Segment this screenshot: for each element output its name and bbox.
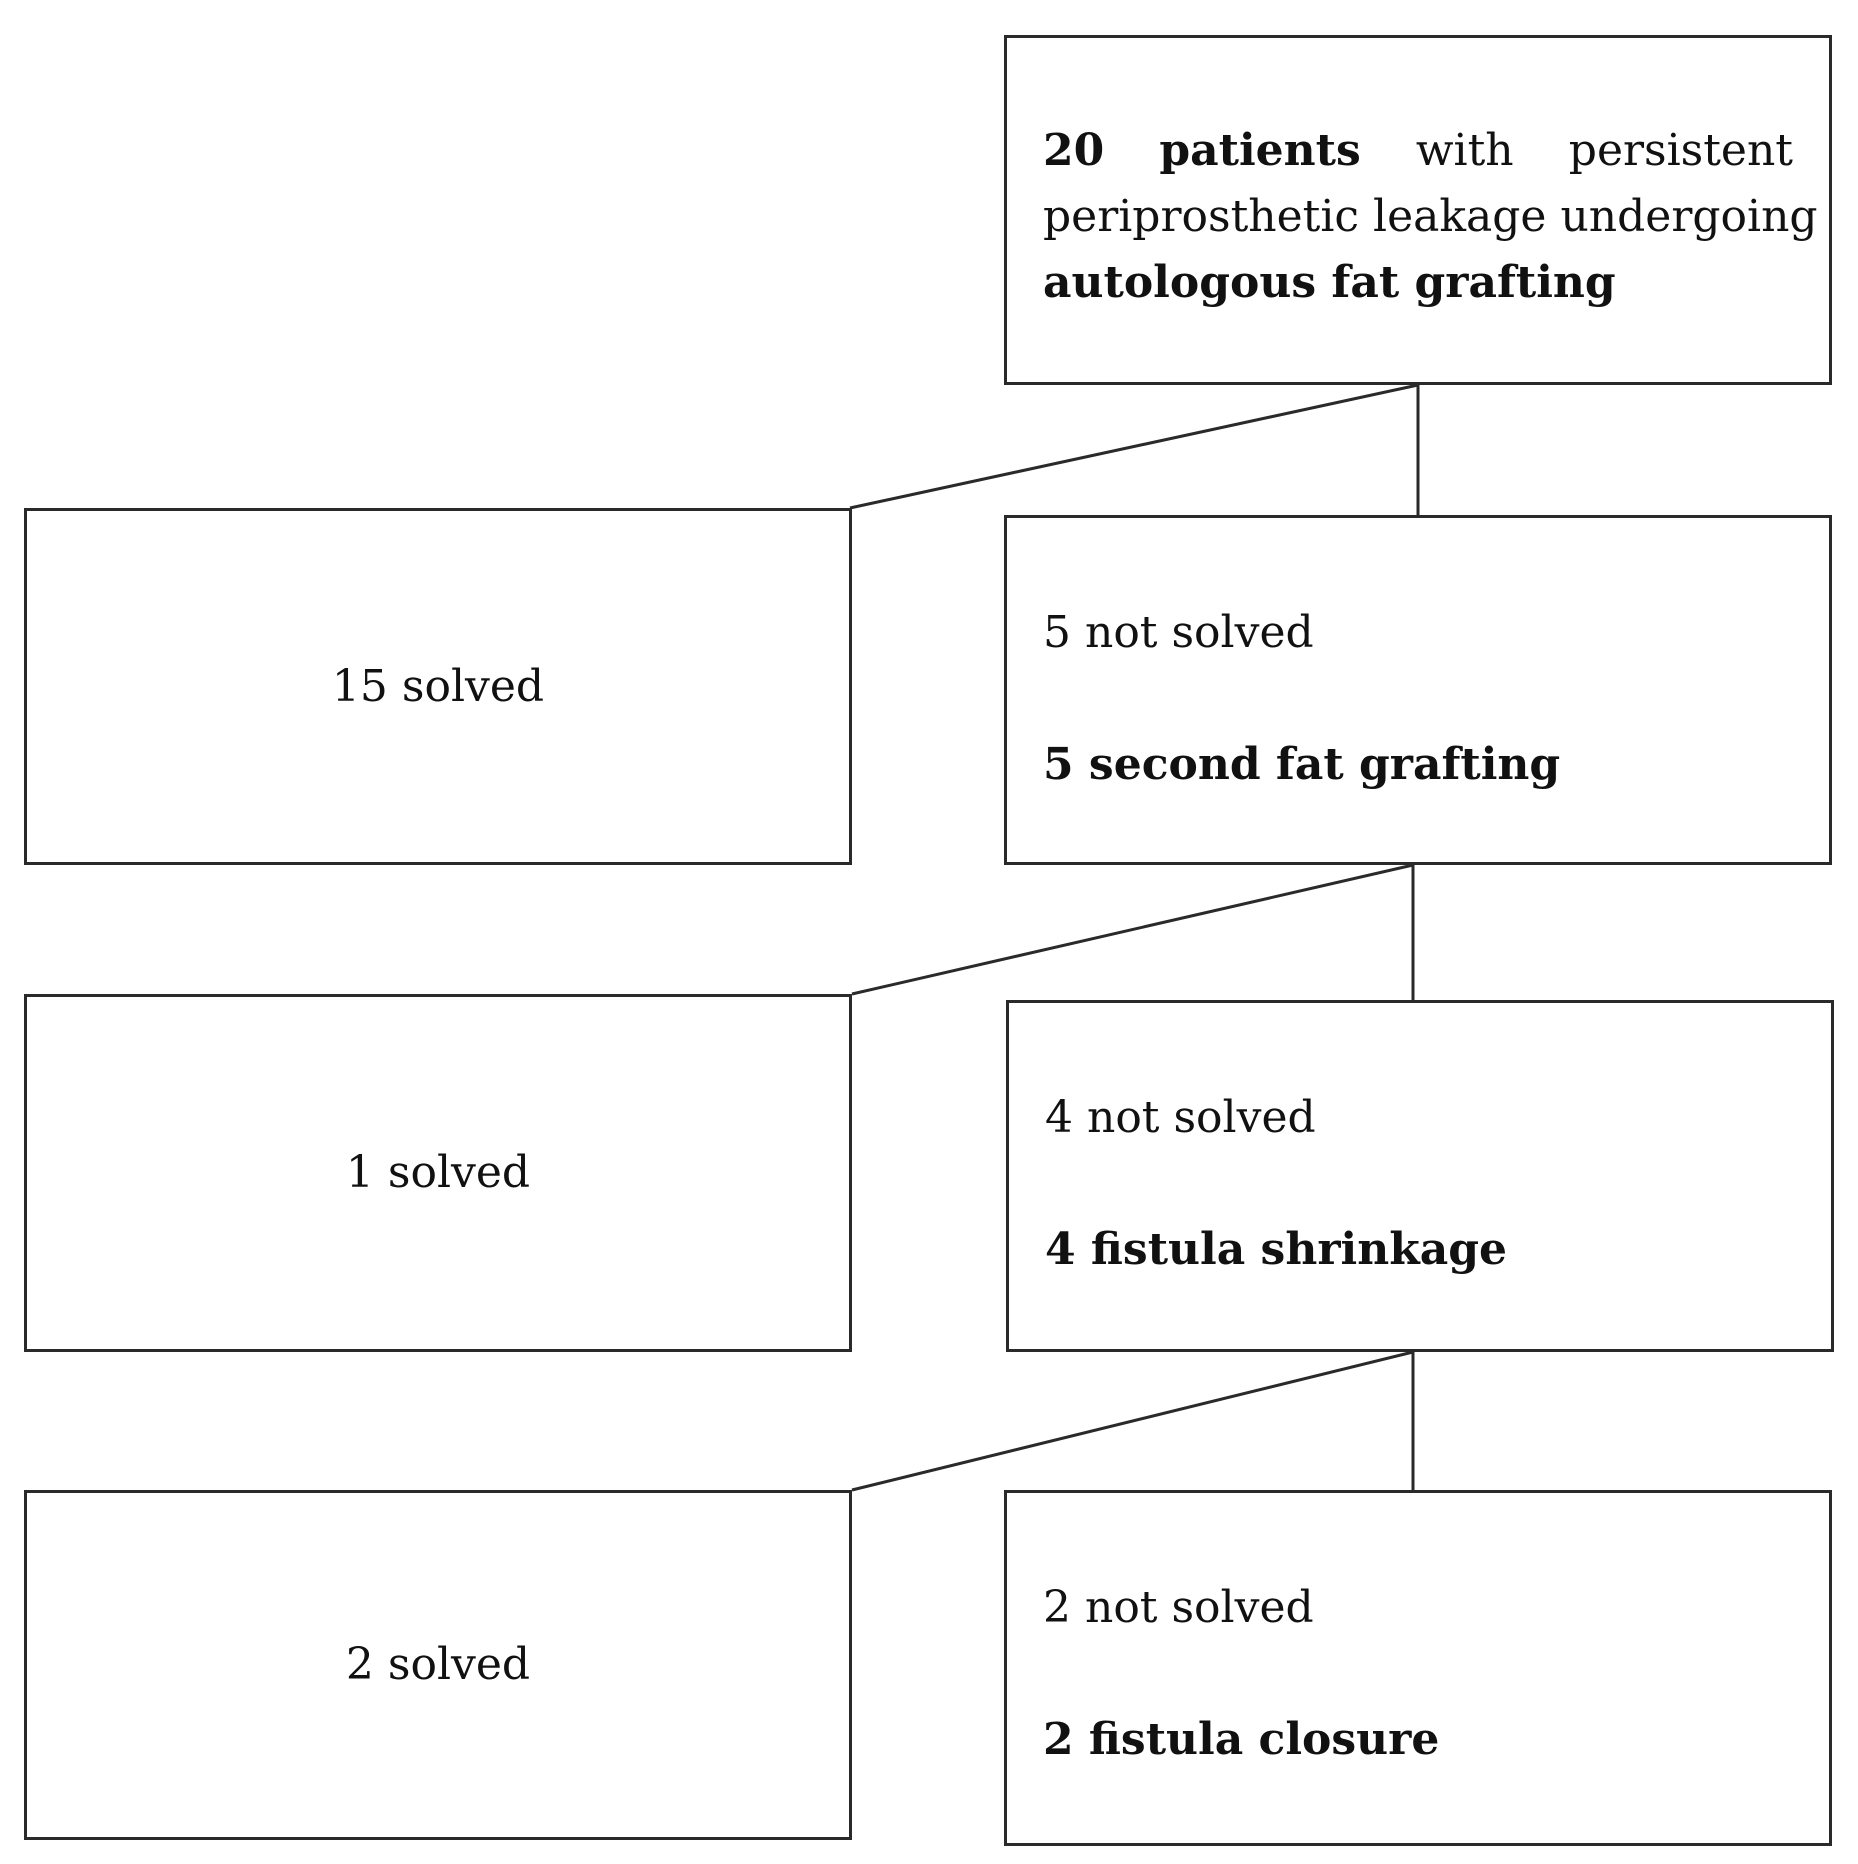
not-solved-box-2: 4 not solved 4 fistula shrinkage — [1006, 1000, 1834, 1352]
solved-box-2: 1 solved — [24, 994, 852, 1352]
connector-root-to-solved-1 — [849, 383, 1419, 510]
not-solved-box-3: 2 not solved 2 fistula closure — [1004, 1490, 1832, 1846]
connector-level2-to-solved-3 — [851, 1350, 1414, 1492]
not-solved-label-1: 5 not solved — [1043, 607, 1314, 658]
with-word: with — [1415, 125, 1514, 176]
root-box: 20 patients with persistent periprosthet… — [1004, 35, 1832, 385]
root-line-1: 20 patients with persistent — [1043, 118, 1793, 184]
solved-label-2: 1 solved — [345, 1147, 531, 1198]
connector-level1-to-solved-2 — [851, 863, 1414, 996]
solved-label-3: 2 solved — [345, 1639, 531, 1690]
action-label-1: 5 second fat grafting — [1043, 739, 1561, 790]
root-line-2: periprosthetic leakage undergoing — [1043, 191, 1818, 242]
action-label-3: 2 fistula closure — [1043, 1714, 1440, 1765]
not-solved-label-2: 4 not solved — [1045, 1092, 1316, 1143]
root-box-text: 20 patients with persistent periprosthet… — [1043, 118, 1818, 316]
solved-box-1: 15 solved — [24, 508, 852, 865]
action-label-2: 4 fistula shrinkage — [1045, 1224, 1507, 1275]
patient-count: 20 — [1043, 125, 1105, 176]
solved-label-1: 15 solved — [331, 660, 545, 712]
not-solved-label-3: 2 not solved — [1043, 1582, 1314, 1633]
not-solved-box-1: 5 not solved 5 second fat grafting — [1004, 515, 1832, 865]
root-line-3: autologous fat grafting — [1043, 257, 1616, 308]
persistent-word: persistent — [1568, 125, 1793, 176]
patients-word: patients — [1159, 125, 1361, 176]
solved-box-3: 2 solved — [24, 1490, 852, 1840]
